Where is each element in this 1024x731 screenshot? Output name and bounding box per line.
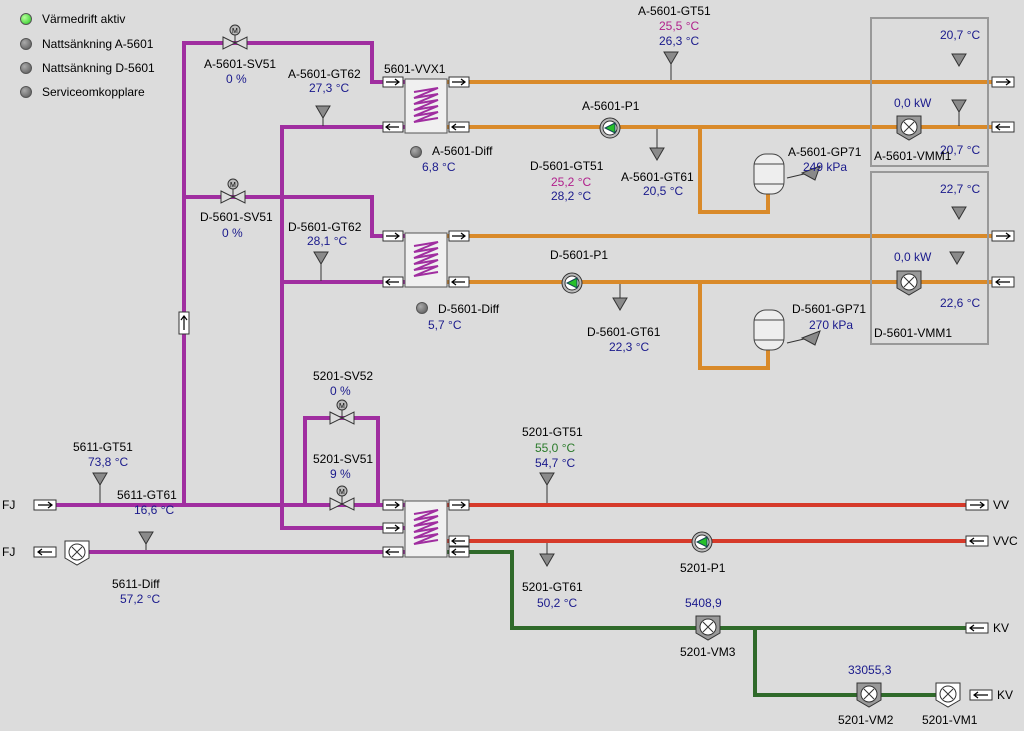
svg-text:M: M [230, 182, 236, 189]
d5601-sv51-label: D-5601-SV51 [200, 210, 273, 224]
status-led [20, 62, 32, 74]
d5601-diff-led [416, 302, 428, 314]
d5601-meter-box [870, 171, 989, 345]
d5601-gt61-label: D-5601-GT61 [587, 325, 661, 339]
s5611-gt61-value[interactable]: 16,6 °C [134, 503, 175, 517]
meter-d5601-vmm1-icon[interactable] [896, 270, 922, 296]
svg-text:M: M [232, 28, 238, 35]
d5601-gp71-label: D-5601-GP71 [792, 302, 867, 316]
d5601-diff-value[interactable]: 5,7 °C [428, 318, 462, 332]
edge-fj-out: FJ [2, 545, 16, 559]
valve-a5601-sv51-icon[interactable]: M [220, 24, 250, 52]
s5201-gt61-value[interactable]: 50,2 °C [537, 596, 578, 610]
s5611-gt51-value[interactable]: 73,8 °C [88, 455, 129, 469]
a5601-vmm-label: A-5601-VMM1 [874, 149, 952, 163]
d5601-gt62-value[interactable]: 28,1 °C [307, 234, 348, 248]
edge-vv: VV [993, 498, 1010, 512]
heat-exchanger-a5601[interactable] [404, 78, 448, 134]
d5601-gt51-label: D-5601-GT51 [530, 159, 604, 173]
edge-kv-2: KV [997, 688, 1014, 702]
edge-vvc: VVC [993, 534, 1018, 548]
meter-5201-vm2-icon[interactable] [856, 682, 882, 708]
a5601-vvx-label: 5601-VVX1 [384, 62, 446, 76]
s5201-sv52-label: 5201-SV52 [313, 369, 374, 383]
s5201-gt51-setpoint[interactable]: 55,0 °C [535, 441, 576, 455]
d5601-gt51-setpoint[interactable]: 25,2 °C [551, 175, 592, 189]
heat-exchanger-d5601[interactable] [404, 232, 448, 288]
a5601-diff-led [410, 146, 422, 158]
pump-d5601-p1-icon[interactable] [559, 272, 585, 294]
s5201-p1-label: 5201-P1 [680, 561, 726, 575]
a5601-gt51-setpoint[interactable]: 25,5 °C [659, 19, 700, 33]
a5601-gt51-label: A-5601-GT51 [638, 4, 711, 18]
s5201-vm2-label: 5201-VM2 [838, 713, 894, 727]
d5601-p1-label: D-5601-P1 [550, 248, 609, 262]
a5601-vmm-power-value[interactable]: 0,0 kW [894, 96, 932, 110]
s5201-sv52-value[interactable]: 0 % [330, 384, 351, 398]
s5201-vm1-label: 5201-VM1 [922, 713, 978, 727]
a5601-diff-label: A-5601-Diff [432, 144, 493, 158]
svg-text:M: M [339, 489, 345, 496]
s5201-sv51-label: 5201-SV51 [313, 452, 374, 466]
d5601-gt51-value[interactable]: 28,2 °C [551, 189, 592, 203]
valve-5201-sv51-icon[interactable]: M [327, 485, 357, 513]
a5601-gp71-value[interactable]: 249 kPa [803, 160, 848, 174]
expansion-tank-a5601[interactable] [751, 150, 787, 198]
status-led [20, 86, 32, 98]
heat-exchanger-5201[interactable] [404, 500, 448, 558]
a5601-diff-value[interactable]: 6,8 °C [422, 160, 456, 174]
s5201-vm3-value[interactable]: 5408,9 [685, 596, 722, 610]
d5601-vmm-bottom-value[interactable]: 22,6 °C [940, 296, 981, 310]
expansion-tank-d5601[interactable] [751, 306, 787, 354]
a5601-gt61-label: A-5601-GT61 [621, 170, 694, 184]
s5611-gt61-label: 5611-GT61 [117, 488, 177, 502]
d5601-vmm-power-value[interactable]: 0,0 kW [894, 250, 932, 264]
meter-a5601-vmm1-icon[interactable] [896, 115, 922, 141]
s5201-gt61-label: 5201-GT61 [522, 580, 583, 594]
d5601-gt62-label: D-5601-GT62 [288, 220, 362, 234]
meter-5201-vm3-icon[interactable] [695, 615, 721, 641]
d5601-diff-label: D-5601-Diff [438, 302, 500, 316]
d5601-vmm-top-value[interactable]: 22,7 °C [940, 182, 981, 196]
s5611-diff-value[interactable]: 57,2 °C [120, 592, 161, 606]
s5201-gt51-label: 5201-GT51 [522, 425, 583, 439]
a5601-gp71-label: A-5601-GP71 [788, 145, 862, 159]
s5201-gt51-value[interactable]: 54,7 °C [535, 456, 576, 470]
a5601-sv51-label: A-5601-SV51 [204, 57, 277, 71]
valve-5201-sv52-icon[interactable]: M [327, 399, 357, 427]
edge-fj-in: FJ [2, 498, 16, 512]
pump-5201-p1-icon[interactable] [689, 531, 715, 553]
a5601-gt62-label: A-5601-GT62 [288, 67, 361, 81]
a5601-gt61-value[interactable]: 20,5 °C [643, 184, 684, 198]
meter-5611-diff-icon[interactable] [64, 540, 90, 566]
a5601-sv51-value[interactable]: 0 % [226, 72, 247, 86]
pump-a5601-p1-icon[interactable] [597, 117, 623, 139]
meter-5201-vm1-icon[interactable] [935, 682, 961, 708]
d5601-vmm-label: D-5601-VMM1 [874, 326, 953, 340]
s5611-diff-label: 5611-Diff [112, 577, 160, 591]
d5601-sv51-value[interactable]: 0 % [222, 226, 243, 240]
status-led [20, 13, 32, 25]
a5601-vmm-top-value[interactable]: 20,7 °C [940, 28, 981, 42]
a5601-p1-label: A-5601-P1 [582, 99, 640, 113]
s5201-sv51-value[interactable]: 9 % [330, 467, 351, 481]
d5601-gt61-value[interactable]: 22,3 °C [609, 340, 650, 354]
a5601-gt51-value[interactable]: 26,3 °C [659, 34, 700, 48]
s5201-vm2-value[interactable]: 33055,3 [848, 663, 892, 677]
valve-d5601-sv51-icon[interactable]: M [218, 178, 248, 206]
status-led [20, 38, 32, 50]
s5201-vm3-label: 5201-VM3 [680, 645, 736, 659]
a5601-vmm-bottom-value[interactable]: 20,7 °C [940, 143, 981, 157]
s5611-gt51-label: 5611-GT51 [73, 440, 133, 454]
a5601-gt62-value[interactable]: 27,3 °C [309, 81, 350, 95]
edge-kv-1: KV [993, 621, 1010, 635]
svg-text:M: M [339, 403, 345, 410]
a5601-meter-box [870, 17, 989, 167]
district-heating-pipes [56, 41, 407, 554]
d5601-gp71-value[interactable]: 270 kPa [809, 318, 854, 332]
